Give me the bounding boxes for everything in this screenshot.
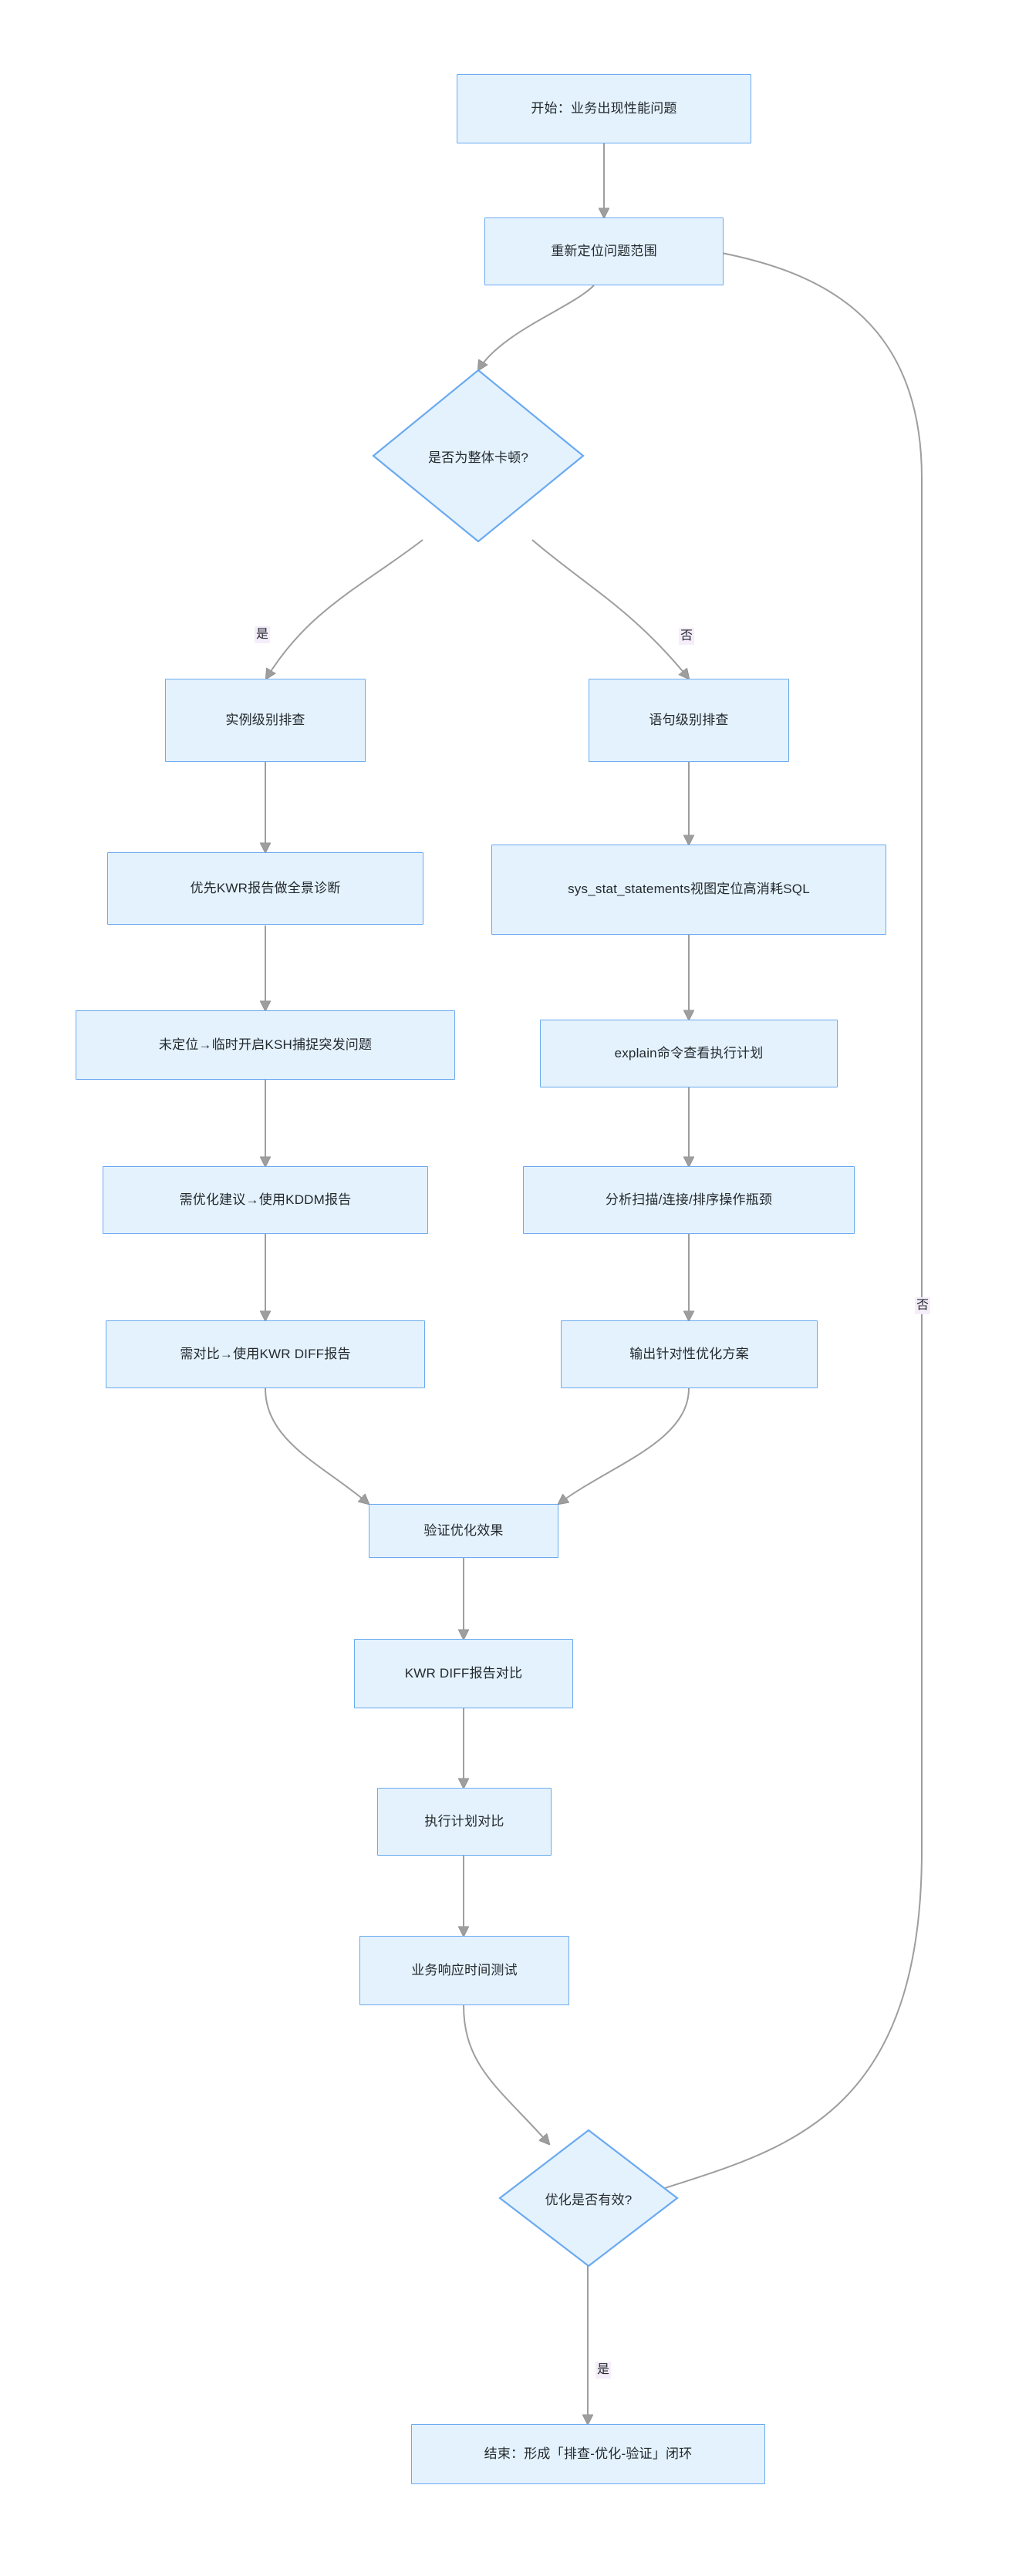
edge-label-overall-no-text: 否: [680, 629, 693, 642]
node-kwr-diff-report-label: 需对比→使用KWR DIFF报告: [180, 1346, 351, 1361]
node-explain-plan[interactable]: explain命令查看执行计划: [540, 1020, 838, 1087]
edge-label-overall-yes-text: 是: [256, 628, 269, 641]
node-end-label: 结束：形成「排查-优化-验证」闭环: [484, 2446, 693, 2461]
node-sys-stat-statements[interactable]: sys_stat_statements视图定位高消耗SQL: [491, 845, 886, 935]
node-start-label: 开始：业务出现性能问题: [531, 100, 677, 116]
node-kddm-report[interactable]: 需优化建议→使用KDDM报告: [103, 1166, 428, 1234]
edge-label-overall-no: 否: [679, 628, 695, 645]
node-kwr-full-diag-label: 优先KWR报告做全景诊断: [190, 880, 341, 895]
node-targeted-plan-label: 输出针对性优化方案: [629, 1346, 749, 1361]
diamond-shape-effective: [498, 2129, 679, 2267]
node-kddm-report-label: 需优化建议→使用KDDM报告: [179, 1192, 352, 1207]
node-sys-stat-statements-label: sys_stat_statements视图定位高消耗SQL: [568, 882, 810, 897]
node-verify-effect[interactable]: 验证优化效果: [369, 1504, 558, 1558]
edge-label-effective-yes: 是: [595, 2362, 612, 2379]
node-statement-level-label: 语句级别排查: [649, 712, 729, 727]
edge-decision-to-statement: [531, 539, 689, 679]
diamond-shape-overall: [372, 369, 585, 543]
edge-label-effective-yes-text: 是: [597, 2363, 610, 2376]
edge-label-overall-yes: 是: [255, 626, 271, 643]
node-ksh-capture[interactable]: 未定位→临时开启KSH捕捉突发问题: [76, 1010, 455, 1080]
node-instance-level-label: 实例级别排查: [225, 712, 305, 727]
edge-decision-to-instance: [266, 539, 423, 679]
edge-label-effective-no: 否: [915, 1297, 931, 1314]
node-kwr-diff-compare-label: KWR DIFF报告对比: [404, 1665, 523, 1681]
node-response-time-test[interactable]: 业务响应时间测试: [359, 1936, 569, 2005]
edge-relocate-to-decision-overall: [478, 285, 595, 370]
node-decision-overall-label: 是否为整体卡顿?: [427, 450, 529, 465]
node-ksh-capture-label: 未定位→临时开启KSH捕捉突发问题: [158, 1037, 373, 1052]
node-relocate-label: 重新定位问题范围: [551, 243, 657, 258]
node-targeted-plan[interactable]: 输出针对性优化方案: [561, 1320, 818, 1388]
node-explain-plan-label: explain命令查看执行计划: [614, 1045, 764, 1060]
node-bottleneck-analysis[interactable]: 分析扫描/连接/排序操作瓶颈: [523, 1166, 855, 1234]
node-decision-overall[interactable]: 是否为整体卡顿?: [372, 369, 585, 543]
node-instance-level[interactable]: 实例级别排查: [165, 679, 366, 762]
edge-resptest-to-decision-effective: [463, 2004, 549, 2144]
edge-label-effective-no-text: 否: [916, 1299, 929, 1312]
node-verify-effect-label: 验证优化效果: [423, 1522, 504, 1538]
node-response-time-test-label: 业务响应时间测试: [411, 1962, 518, 1978]
node-statement-level[interactable]: 语句级别排查: [589, 679, 789, 762]
node-bottleneck-analysis-label: 分析扫描/连接/排序操作瓶颈: [605, 1192, 773, 1207]
node-kwr-diff-report[interactable]: 需对比→使用KWR DIFF报告: [106, 1320, 425, 1388]
node-plan-compare[interactable]: 执行计划对比: [377, 1788, 552, 1856]
node-decision-effective-label: 优化是否有效?: [545, 2192, 633, 2207]
node-end[interactable]: 结束：形成「排查-优化-验证」闭环: [411, 2424, 765, 2484]
node-plan-compare-label: 执行计划对比: [424, 1813, 504, 1829]
node-decision-effective[interactable]: 优化是否有效?: [498, 2129, 679, 2267]
node-kwr-diff-compare[interactable]: KWR DIFF报告对比: [354, 1639, 573, 1708]
node-kwr-full-diag[interactable]: 优先KWR报告做全景诊断: [107, 852, 423, 925]
node-relocate[interactable]: 重新定位问题范围: [484, 217, 724, 285]
edge-kwrdiff-to-verify: [265, 1387, 369, 1504]
edge-targeted-to-verify: [558, 1387, 690, 1504]
node-start[interactable]: 开始：业务出现性能问题: [457, 74, 751, 143]
